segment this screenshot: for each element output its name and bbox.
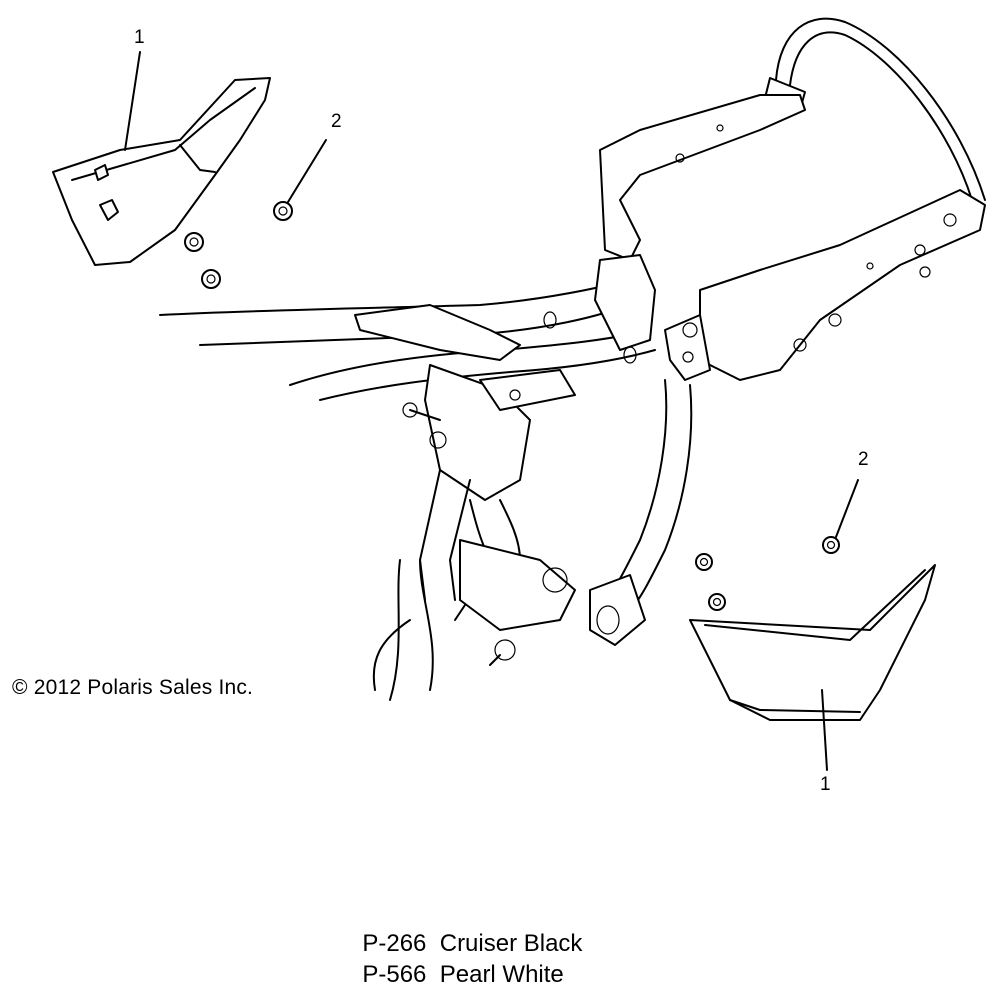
callout-right-panel: 1 [820, 774, 831, 795]
color-code-row: P-566 Pearl White [349, 933, 564, 989]
color-name: Pearl White [439, 961, 564, 988]
right-nuts [695, 536, 840, 611]
color-code: P-566 [362, 961, 427, 988]
upper-frame-loop [599, 17, 986, 381]
copyright-notice: © 2012 Polaris Sales Inc. [12, 676, 254, 699]
down-tube [589, 379, 693, 646]
left-nuts [184, 201, 293, 289]
right-side-panel [689, 564, 936, 721]
left-side-panel [52, 77, 271, 266]
callout-left-panel: 1 [134, 27, 145, 48]
color-code: P-266 [362, 930, 427, 957]
color-code-row: P-266 Cruiser Black [349, 902, 582, 958]
callout-right-nuts: 2 [858, 449, 869, 470]
color-name: Cruiser Black [439, 930, 583, 957]
frame-tubes [159, 254, 711, 401]
leader-lines [124, 51, 859, 771]
center-mount-assembly [354, 304, 576, 701]
callout-left-nuts: 2 [331, 111, 342, 132]
